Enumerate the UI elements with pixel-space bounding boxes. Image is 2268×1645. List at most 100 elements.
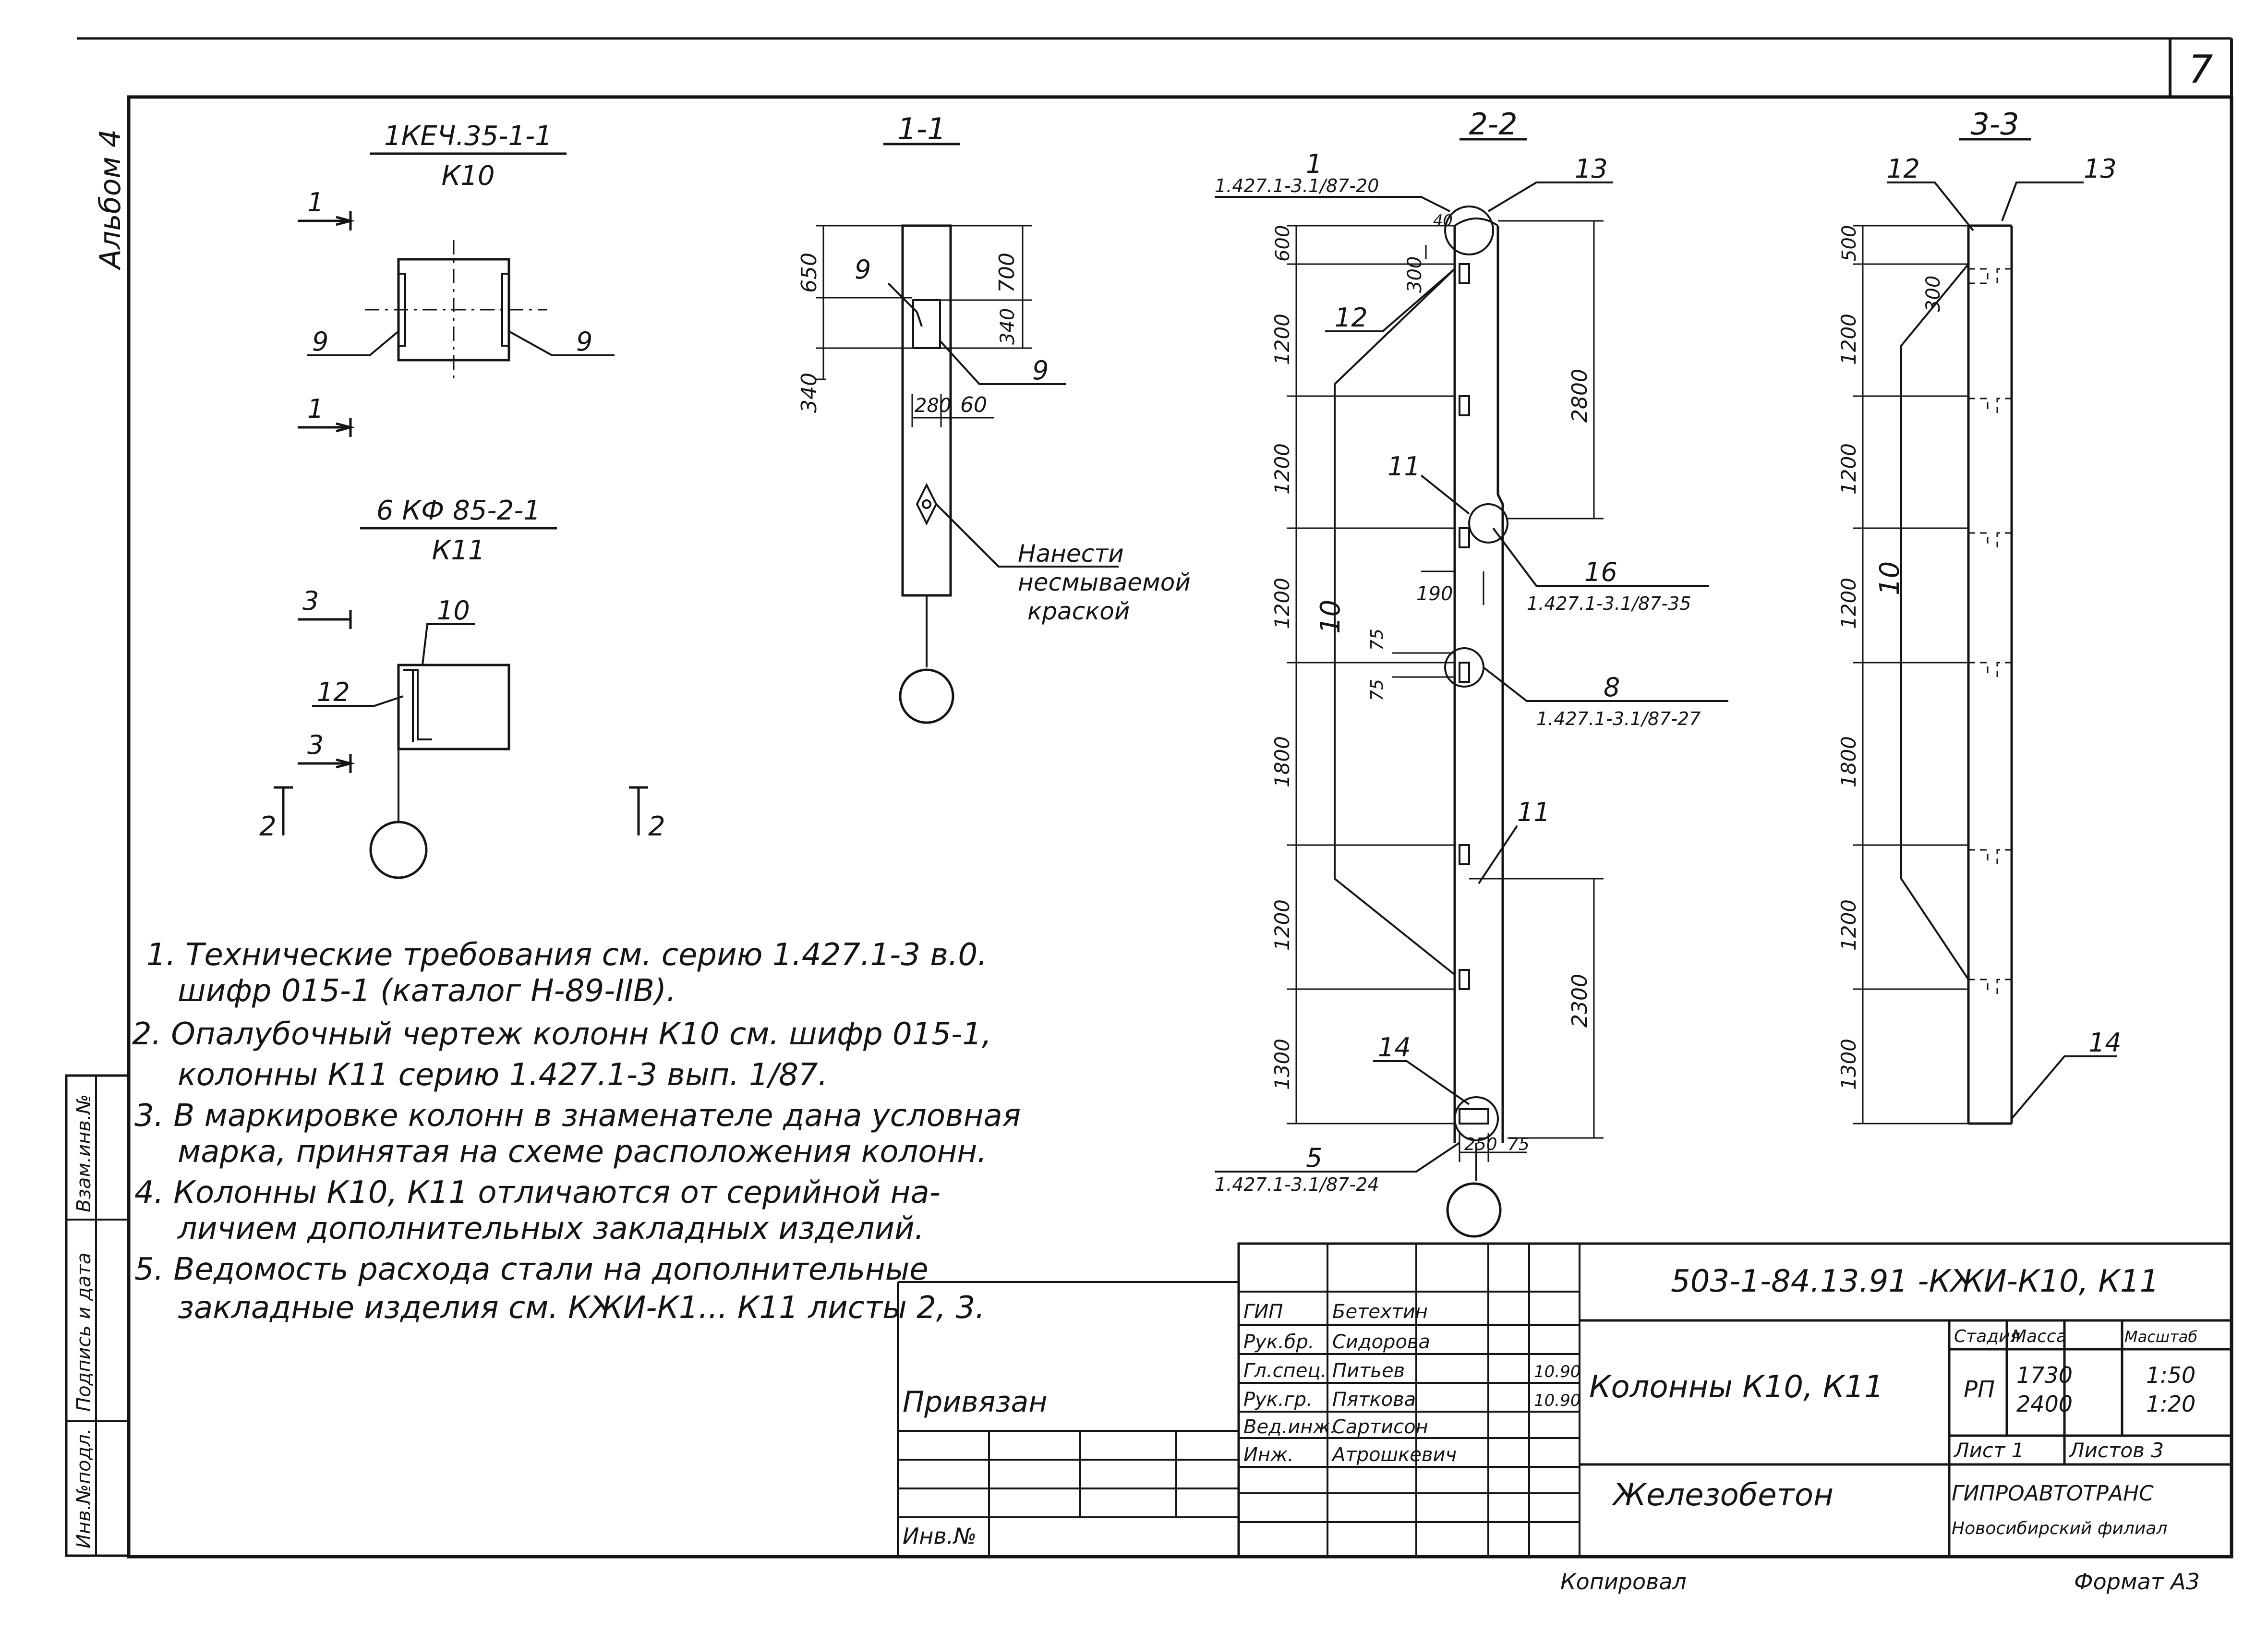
sec22-ref16-code: 1.427.1-3.1/87-35 bbox=[1527, 593, 1691, 614]
sec22-dim-1200a: 1200 bbox=[1270, 314, 1294, 365]
sec22-part-12: 12 bbox=[1335, 302, 1368, 333]
note-line: шифр 015-1 (каталог Н-89-IIВ). bbox=[178, 973, 676, 1009]
sec33-dim-1200b: 1200 bbox=[1837, 443, 1860, 495]
k10-cut-top: 1 bbox=[307, 187, 324, 218]
section-1-1-title: 1-1 bbox=[897, 111, 946, 146]
mass-value-1: 1730 bbox=[2016, 1362, 2073, 1388]
person-role: ГИП bbox=[1243, 1301, 1283, 1323]
sec11-dim-650: 650 bbox=[797, 253, 821, 293]
sec11-note-3: краской bbox=[1027, 597, 1130, 625]
sec33-part-10: 10 bbox=[1874, 561, 1906, 595]
sec33-dim-500: 500 bbox=[1838, 225, 1860, 262]
left-stamp-vzam: Взам.инв.№ bbox=[73, 1094, 95, 1212]
person-role: Инж. bbox=[1243, 1444, 1294, 1466]
note-line: марка, принятая на схеме расположения ко… bbox=[178, 1134, 987, 1170]
sec33-dim-1200c: 1200 bbox=[1837, 578, 1860, 629]
sec22-ref1-num: 1 bbox=[1306, 149, 1322, 179]
person-role: Рук.гр. bbox=[1243, 1389, 1313, 1411]
album-label: Альбом 4 bbox=[94, 129, 127, 271]
sec11-note-1: Нанести bbox=[1018, 540, 1124, 568]
title-block bbox=[1237, 1242, 2233, 1558]
privyazan-inv: Инв.№ bbox=[903, 1523, 977, 1549]
sec22-dim-1800: 1800 bbox=[1270, 736, 1294, 787]
person-name: Питьев bbox=[1332, 1360, 1405, 1382]
sec22-ref1-code: 1.427.1-3.1/87-20 bbox=[1215, 175, 1379, 196]
sec22-dim-190: 190 bbox=[1416, 583, 1453, 605]
sec22-ref5-code: 1.427.1-3.1/87-24 bbox=[1215, 1174, 1379, 1195]
sec22-dim-1200c: 1200 bbox=[1270, 578, 1294, 629]
org-name-1: ГИПРОАВТОТРАНС bbox=[1952, 1481, 2154, 1506]
note-line: личием дополнительных закладных изделий. bbox=[177, 1211, 924, 1246]
sec22-dim-250: 250 bbox=[1464, 1135, 1497, 1154]
note-line: 1. Технические требования см. серию 1.42… bbox=[146, 937, 987, 973]
person-name: Атрошкевич bbox=[1331, 1444, 1457, 1466]
person-name: Сартисон bbox=[1332, 1416, 1428, 1438]
sec22-part-13: 13 bbox=[1575, 154, 1608, 184]
k11-cut-top: 3 bbox=[302, 586, 319, 616]
sec22-part-8: 8 bbox=[1604, 672, 1620, 702]
sec22-dim-75b: 75 bbox=[1367, 679, 1387, 701]
scale-value-2: 1:20 bbox=[2146, 1391, 2196, 1417]
k11-part-12: 12 bbox=[317, 677, 350, 707]
k11-mark: 6 КФ 85-2-1 bbox=[376, 495, 541, 526]
title-name: Колонны К10, К11 bbox=[1589, 1369, 1884, 1405]
k10-cut-bottom: 1 bbox=[307, 394, 324, 424]
section-1-1 bbox=[816, 143, 1119, 724]
k11-sub: К11 bbox=[432, 535, 485, 566]
sec11-dim-280: 280 bbox=[915, 395, 951, 417]
k10-view bbox=[298, 152, 615, 437]
sec22-dim-1300: 1300 bbox=[1270, 1039, 1294, 1090]
mass-value-2: 2400 bbox=[2016, 1391, 2073, 1417]
sec33-part-14: 14 bbox=[2088, 1028, 2122, 1058]
scale-value-1: 1:50 bbox=[2146, 1362, 2196, 1388]
sec22-dim-600: 600 bbox=[1272, 225, 1294, 262]
sec33-part-12: 12 bbox=[1887, 154, 1920, 184]
stage-header: Стадия bbox=[1954, 1327, 2020, 1346]
sec33-dim-1800: 1800 bbox=[1837, 736, 1860, 787]
note-line: закладные изделия см. КЖИ-К1... К11 лист… bbox=[178, 1290, 985, 1326]
sec33-dim-1200a: 1200 bbox=[1837, 314, 1860, 365]
sec11-dim-700: 700 bbox=[995, 253, 1019, 293]
notes-block: 1. Технические требования см. серию 1.42… bbox=[132, 937, 1021, 1326]
left-stamp-inv-podl: Инв.№подл. bbox=[73, 1428, 95, 1548]
sec11-dim-340: 340 bbox=[797, 373, 821, 413]
mass-header: Масса bbox=[2012, 1327, 2067, 1346]
note-line: 5. Ведомость расхода стали на дополнител… bbox=[134, 1252, 929, 1287]
person-name: Пяткова bbox=[1332, 1389, 1416, 1411]
stage-value: РП bbox=[1964, 1376, 1995, 1403]
org-name-2: Новосибирский филиал bbox=[1952, 1519, 2167, 1538]
note-line: 3. В маркировке колонн в знаменателе дан… bbox=[134, 1098, 1021, 1134]
sec11-note-2: несмываемой bbox=[1018, 568, 1191, 596]
person-role: Рук.бр. bbox=[1243, 1331, 1314, 1353]
k11-sec-right: 2 bbox=[648, 811, 665, 842]
sec22-dim-75a: 75 bbox=[1367, 629, 1387, 651]
sec22-dim-1200d: 1200 bbox=[1270, 899, 1294, 951]
sec22-part-14: 14 bbox=[1378, 1032, 1411, 1063]
sec22-ref5-num: 5 bbox=[1306, 1143, 1322, 1173]
note-line: колонны К11 серию 1.427.1-3 вып. 1/87. bbox=[178, 1057, 828, 1093]
sec11-dim-340b: 340 bbox=[997, 308, 1019, 345]
section-3-3-title: 3-3 bbox=[1970, 107, 2019, 142]
sec22-dim-2800: 2800 bbox=[1568, 369, 1592, 423]
person-role: Гл.спец. bbox=[1243, 1360, 1327, 1382]
k10-sub: К10 bbox=[441, 160, 495, 192]
section-2-2-title: 2-2 bbox=[1469, 107, 1517, 142]
sec33-part-13: 13 bbox=[2084, 154, 2117, 184]
privyazan-label: Привязан bbox=[903, 1385, 1048, 1419]
sec22-dim-75c: 75 bbox=[1508, 1135, 1530, 1154]
left-stamp-podpis: Подпись и дата bbox=[73, 1253, 95, 1412]
sheets-label: Листов 3 bbox=[2068, 1439, 2164, 1462]
format-label: Формат А3 bbox=[2074, 1569, 2200, 1595]
k11-sec-left: 2 bbox=[259, 811, 277, 842]
sec22-ref8-code: 1.427.1-3.1/87-27 bbox=[1536, 708, 1701, 729]
k11-cut-bottom: 3 bbox=[307, 730, 324, 760]
sec22-part-10: 10 bbox=[1315, 600, 1346, 634]
person-name: Бетехтин bbox=[1332, 1301, 1428, 1323]
person-role: Вед.инж. bbox=[1243, 1416, 1336, 1438]
note-line: 4. Колонны К10, К11 отличаются от серийн… bbox=[134, 1175, 941, 1210]
sheet-number: 7 bbox=[2189, 47, 2213, 92]
section-3-3 bbox=[1853, 138, 2117, 1125]
sheet-label: Лист 1 bbox=[1953, 1439, 2025, 1462]
